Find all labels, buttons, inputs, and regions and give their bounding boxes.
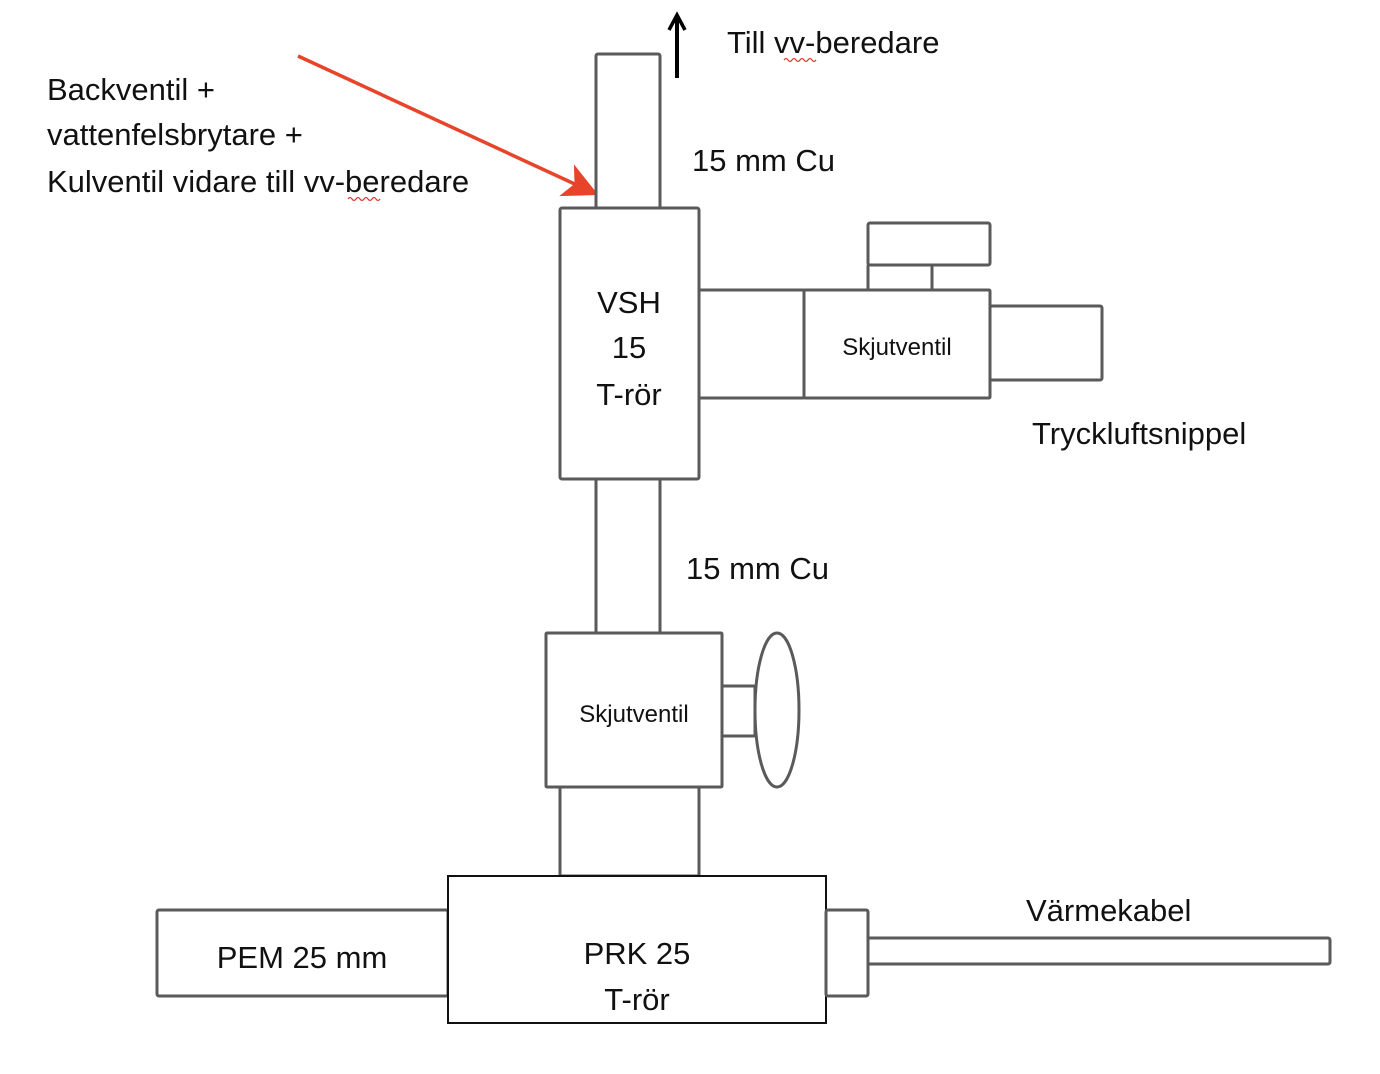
side-valve-handle-top bbox=[866, 221, 992, 267]
side-valve-handle-stem bbox=[866, 263, 934, 292]
side-connector bbox=[697, 288, 806, 400]
main-valve-stem bbox=[720, 684, 757, 738]
main-valve-handwheel-icon bbox=[753, 631, 801, 789]
label-pipe-upper: 15 mm Cu bbox=[692, 143, 835, 178]
label-side-valve: Skjutventil bbox=[842, 334, 951, 361]
tee-prk-line-2: T-rör bbox=[604, 982, 669, 1017]
tee-vsh-line-3: T-rör bbox=[596, 377, 661, 412]
tee-vsh-line-2: 15 bbox=[612, 330, 646, 365]
cable-gland bbox=[824, 908, 870, 998]
tee-vsh-line-1: VSH bbox=[597, 285, 661, 320]
tee-prk-line-1: PRK 25 bbox=[584, 936, 691, 971]
up-arrow-icon bbox=[667, 11, 687, 78]
pipe-top bbox=[594, 52, 662, 210]
label-heating-cable: Värmekabel bbox=[1026, 893, 1191, 928]
lower-connector bbox=[558, 785, 701, 878]
heating-cable bbox=[866, 936, 1332, 966]
label-pipe-lower: 15 mm Cu bbox=[686, 551, 829, 586]
spellcheck-underline bbox=[783, 57, 817, 63]
label-pem: PEM 25 mm bbox=[217, 940, 388, 975]
annotation-arrow bbox=[297, 54, 599, 197]
spellcheck-underline bbox=[347, 196, 381, 202]
label-nipple: Tryckluftsnippel bbox=[1032, 416, 1246, 451]
tee-prk-25 bbox=[447, 875, 827, 1024]
compressed-air-nipple bbox=[988, 304, 1104, 382]
label-to-water-heater: Till vv-beredare bbox=[727, 25, 939, 60]
annotation-line-1: Backventil + bbox=[47, 72, 215, 107]
annotation-line-3: Kulventil vidare till vv-beredare bbox=[47, 164, 469, 199]
label-main-valve: Skjutventil bbox=[579, 701, 688, 728]
annotation-line-2: vattenfelsbrytare + bbox=[47, 117, 303, 152]
pipe-middle bbox=[594, 477, 662, 635]
